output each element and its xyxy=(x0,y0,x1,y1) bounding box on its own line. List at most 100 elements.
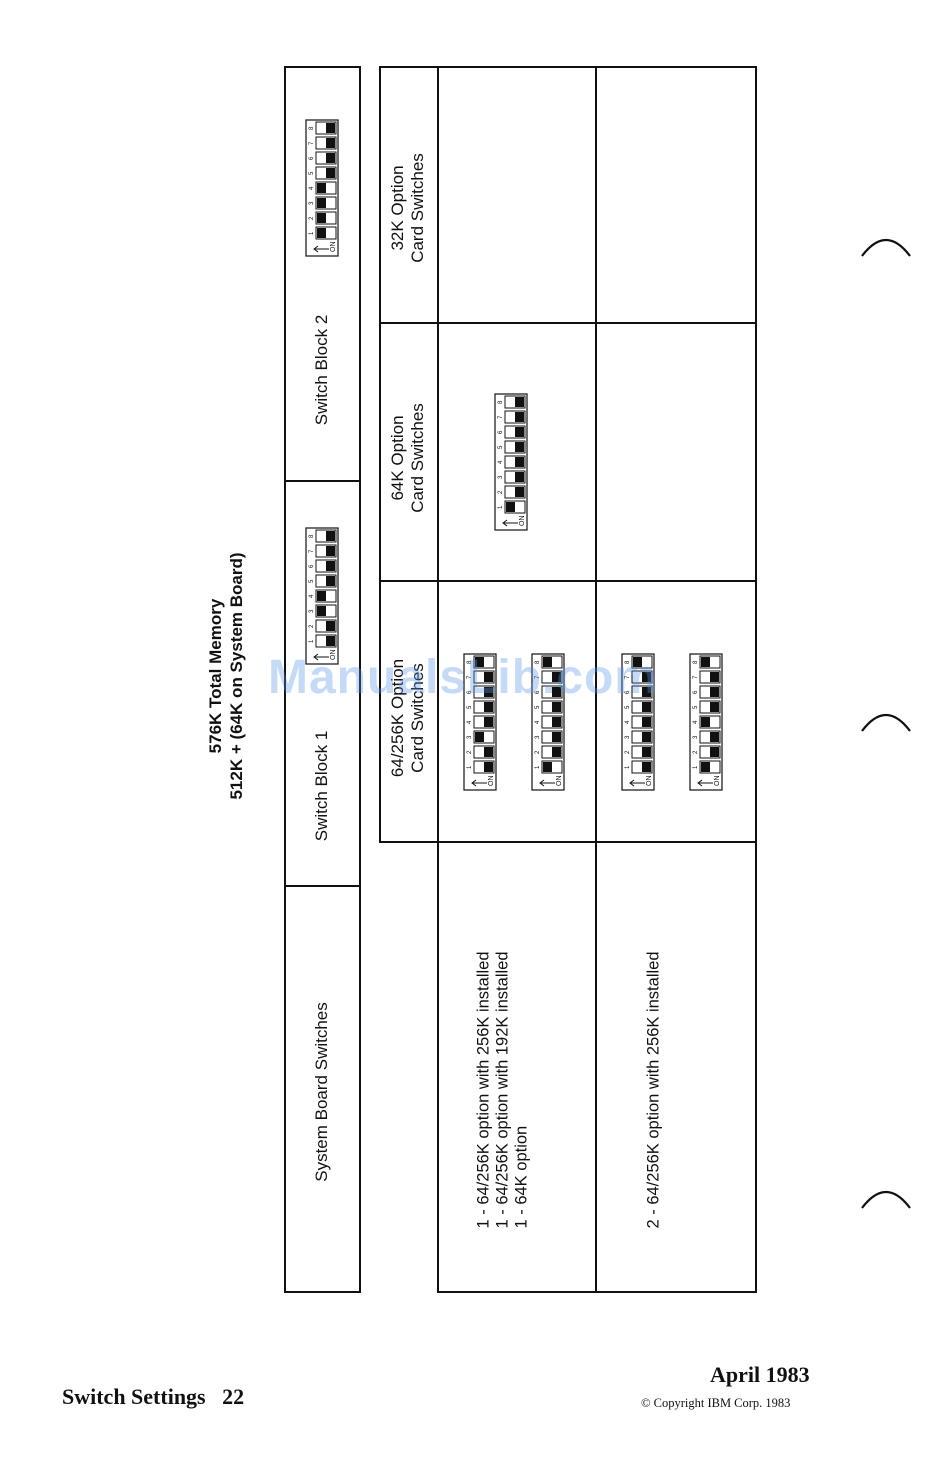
switch-number: 8 xyxy=(535,660,541,664)
switch-knob-on xyxy=(515,487,524,497)
switch-arrow-icon xyxy=(697,779,713,787)
switch-on-label: ON xyxy=(330,242,337,253)
header-32k-option-card-switches: 32K Option Card Switches xyxy=(388,153,428,263)
binding-hole-arc-top xyxy=(861,239,911,257)
switch-knob-on xyxy=(515,442,524,452)
switch-number: 4 xyxy=(498,460,504,464)
switch-knob-on xyxy=(552,732,561,742)
switch-number: 6 xyxy=(309,564,315,568)
switch-number: 6 xyxy=(467,690,473,694)
switch-number: 6 xyxy=(498,430,504,434)
switch-knob-on xyxy=(710,672,719,682)
switch-number: 4 xyxy=(309,594,315,598)
switch-knob-off xyxy=(475,657,484,667)
watermark: ManualsLib.com xyxy=(268,651,659,704)
switch-knob-on xyxy=(326,123,335,133)
switch-knob-on xyxy=(326,531,335,541)
switch-knob-off xyxy=(701,657,710,667)
binding-hole-arc-middle xyxy=(861,714,911,732)
switch-arrow-icon xyxy=(502,519,518,527)
page-title: 576K Total Memory 512K + (64K on System … xyxy=(205,552,247,799)
switch-number: 2 xyxy=(498,490,504,494)
switch-number: 3 xyxy=(309,609,315,613)
switch-knob-on xyxy=(642,702,651,712)
switch-knob-off xyxy=(317,591,326,601)
header-switch-block-1: Switch Block 1 xyxy=(312,730,331,842)
switch-knob-on xyxy=(515,457,524,467)
switch-number: 8 xyxy=(309,126,315,130)
switch-knob-on xyxy=(484,747,493,757)
switch-number: 5 xyxy=(467,705,473,709)
switch-number: 6 xyxy=(693,690,699,694)
row-1-line-1: 1 - 64/256K option with 256K installed xyxy=(474,951,493,1229)
switch-knob-on xyxy=(326,561,335,571)
switch-knob-on xyxy=(326,138,335,148)
switch-number: 7 xyxy=(625,675,631,679)
switch-knob-on xyxy=(552,747,561,757)
footer-section-page: Switch Settings 22 xyxy=(62,1384,245,1409)
switch-knob-off xyxy=(317,183,326,193)
switch-knob-off xyxy=(701,762,710,772)
switch-on-label: ON xyxy=(519,516,526,527)
switch-number: 6 xyxy=(535,690,541,694)
switch-number: 3 xyxy=(467,735,473,739)
switch-number: 8 xyxy=(625,660,631,664)
switch-number: 1 xyxy=(498,505,504,509)
switch-number: 7 xyxy=(693,675,699,679)
switch-knob-on xyxy=(326,546,335,556)
footer-copyright: © Copyright IBM Corp. 1983 xyxy=(641,1396,791,1410)
switch-number: 1 xyxy=(693,765,699,769)
switch-knob-on xyxy=(484,717,493,727)
switch-number: 7 xyxy=(309,549,315,553)
switch-knob-on xyxy=(484,762,493,772)
switch-number: 6 xyxy=(625,690,631,694)
switch-number: 5 xyxy=(309,579,315,583)
header-64k-line-2: Card Switches xyxy=(408,403,427,513)
switch-knob-on xyxy=(484,687,493,697)
switch-number: 5 xyxy=(535,705,541,709)
title-line-1: 576K Total Memory xyxy=(206,598,225,754)
switch-knob-on xyxy=(515,427,524,437)
switch-knob-on xyxy=(515,472,524,482)
switch-knob-on xyxy=(710,732,719,742)
switch-number: 4 xyxy=(625,720,631,724)
switch-number: 1 xyxy=(625,765,631,769)
switch-knob-on xyxy=(552,717,561,727)
switch-number: 4 xyxy=(309,186,315,190)
switch-number: 5 xyxy=(498,445,504,449)
switch-number: 2 xyxy=(535,750,541,754)
switch-number: 4 xyxy=(693,720,699,724)
switch-number: 4 xyxy=(467,720,473,724)
switch-number: 2 xyxy=(467,750,473,754)
switch-knob-off xyxy=(317,228,326,238)
switch-knob-on xyxy=(326,153,335,163)
switch-knob-on xyxy=(710,687,719,697)
switch-number: 7 xyxy=(467,675,473,679)
switch-arrow-icon xyxy=(471,779,487,787)
switch-knob-on xyxy=(326,576,335,586)
row-1-line-3: 1 - 64K option xyxy=(512,1125,531,1229)
header-switch-block-2: Switch Block 2 xyxy=(312,314,331,426)
switch-knob-on xyxy=(326,168,335,178)
switch-knob-off xyxy=(633,657,642,667)
switch-number: 2 xyxy=(309,624,315,628)
switch-number: 5 xyxy=(625,705,631,709)
header-64k-line-1: 64K Option xyxy=(388,415,407,501)
row-1-line-2: 1 - 64/256K option with 192K installed xyxy=(493,951,512,1229)
switch-arrow-icon xyxy=(313,653,329,661)
switch-number: 5 xyxy=(309,171,315,175)
switch-knob-on xyxy=(484,672,493,682)
switch-knob-on xyxy=(642,672,651,682)
switch-number: 3 xyxy=(535,735,541,739)
switch-knob-on xyxy=(484,702,493,712)
switch-knob-off xyxy=(506,502,515,512)
switch-number: 1 xyxy=(467,765,473,769)
switch-knob-on xyxy=(552,702,561,712)
switch-number: 8 xyxy=(467,660,473,664)
